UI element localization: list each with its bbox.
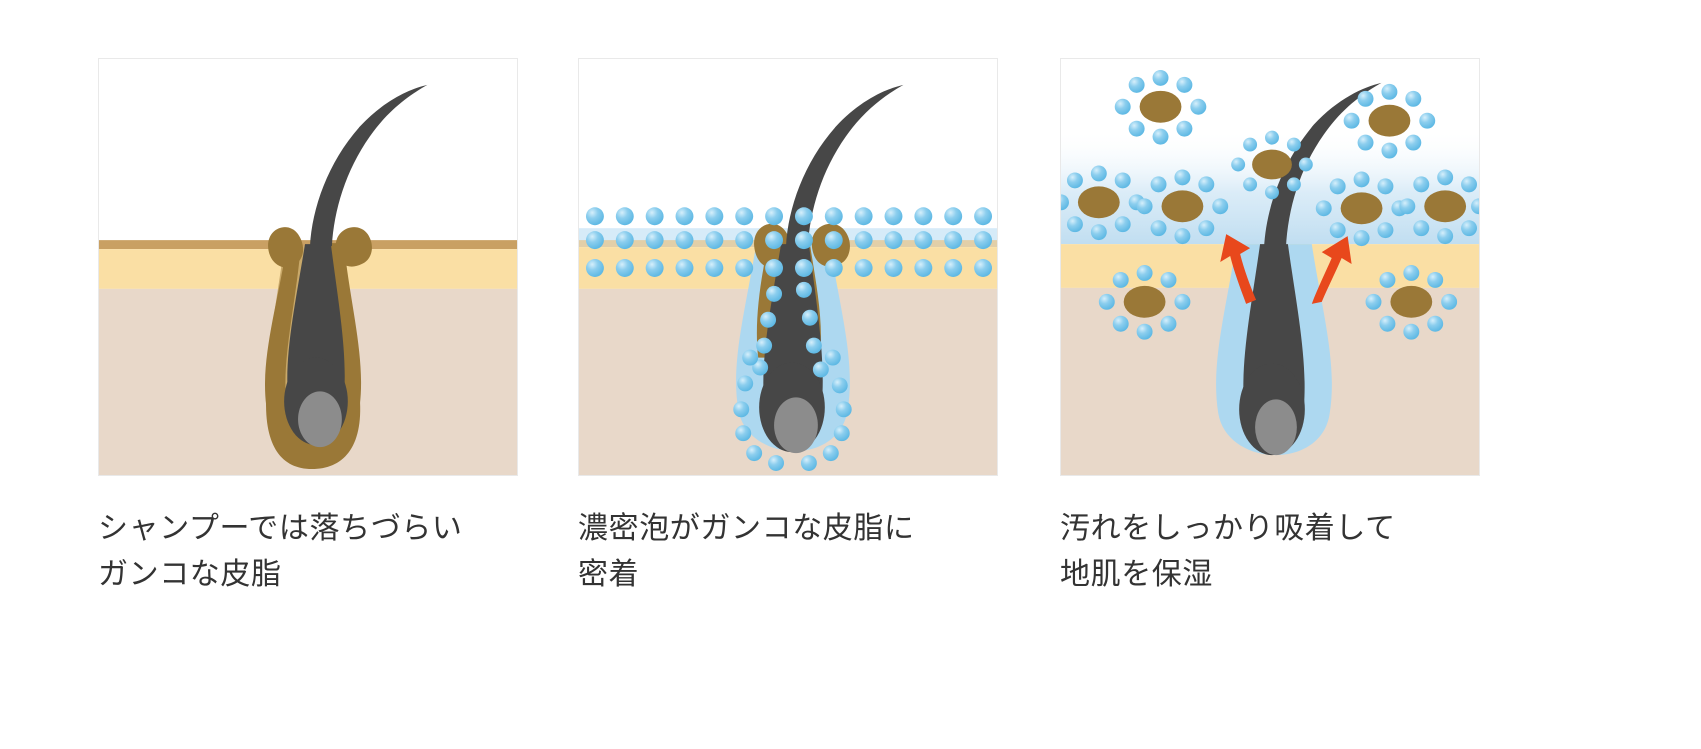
hair-shaft <box>786 84 904 247</box>
sebum-surface-right <box>335 227 372 267</box>
step-3-figure <box>1060 58 1480 476</box>
dirt-cluster-8 <box>1399 169 1479 245</box>
step-3-caption: 汚れをしっかり吸着して 地肌を保湿 <box>1060 506 1480 597</box>
step-1-caption-line-2: ガンコな皮脂 <box>98 557 282 591</box>
dirt-cluster-7 <box>1315 171 1408 247</box>
step-1-caption-line-1: シャンプーでは落ちづらい <box>98 512 463 545</box>
dirt-cluster-9 <box>1365 265 1458 340</box>
dirt-cluster-4 <box>1231 130 1313 200</box>
step-3: 汚れをしっかり吸着して 地肌を保湿 <box>1060 58 1480 597</box>
lifted-dirt-clusters <box>1061 69 1479 340</box>
sebum-surface-left <box>268 227 304 268</box>
step-1: シャンプーでは落ちづらい ガンコな皮脂 <box>98 58 518 597</box>
dirt-cluster-6 <box>1343 83 1436 159</box>
lift-arrows <box>1220 234 1352 304</box>
step-2-figure <box>578 58 998 476</box>
step-3-caption-line-2: 地肌を保湿 <box>1060 557 1213 591</box>
dirt-cluster-5 <box>1098 265 1191 340</box>
dermal-papilla <box>774 397 818 454</box>
dirt-cluster-1 <box>1114 69 1207 145</box>
step-3-caption-line-1: 汚れをしっかり吸着して <box>1060 512 1396 545</box>
step-2: 濃密泡がガンコな皮脂に 密着 <box>578 58 998 597</box>
dermal-papilla <box>1255 399 1297 456</box>
step-2-caption-line-1: 濃密泡がガンコな皮脂に <box>578 512 915 545</box>
air-region <box>579 59 997 241</box>
dirt-cluster-2 <box>1061 165 1145 241</box>
foam-bubbles-in-follicle <box>733 281 852 472</box>
hair-shaft <box>309 84 428 247</box>
step-2-caption: 濃密泡がガンコな皮脂に 密着 <box>578 506 998 597</box>
step-1-figure <box>98 58 518 476</box>
dermal-papilla <box>298 391 342 448</box>
air-region <box>99 59 517 241</box>
step-1-caption: シャンプーでは落ちづらい ガンコな皮脂 <box>98 506 518 597</box>
arrow-right <box>1311 236 1352 304</box>
arrow-left <box>1220 234 1257 304</box>
foam-bubble-rows <box>585 207 993 277</box>
dirt-cluster-3 <box>1136 169 1229 245</box>
step-2-caption-line-2: 密着 <box>578 557 640 591</box>
sebum-bulb-bottom <box>266 397 361 470</box>
